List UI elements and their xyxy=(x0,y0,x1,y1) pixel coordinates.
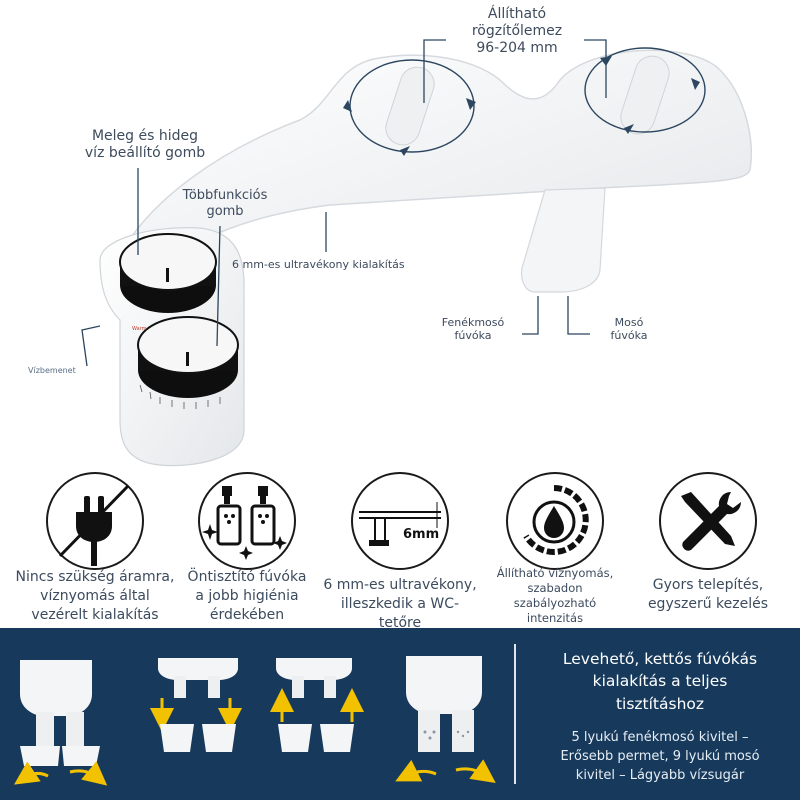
multifunction-knob xyxy=(137,316,239,374)
thin-6mm-icon: 6mm xyxy=(351,472,449,570)
nozzle-illustrations xyxy=(14,656,496,786)
nozzle-illustration-3 xyxy=(270,658,364,752)
pressure-dial-icon xyxy=(506,472,604,570)
no-plug-icon xyxy=(46,472,144,570)
temperature-knob xyxy=(119,233,217,291)
tools-icon xyxy=(659,472,757,570)
self-cleaning-nozzle-icon xyxy=(198,472,296,570)
thin-design-label: 6 mm-es ultravékony kialakítás xyxy=(232,258,405,271)
water-inlet-label: Vízbemenet xyxy=(28,366,76,375)
feature-self-cleaning: Öntisztító fúvóka a jobb higiénia érdeké… xyxy=(167,472,327,623)
rotation-arrow-right xyxy=(584,47,706,133)
banner-divider xyxy=(514,644,516,784)
plate-slot-left xyxy=(385,66,435,146)
feature-pressure: Állítható víznyomás, szabadon szabályozh… xyxy=(475,472,635,625)
feature-easy-install-caption: Gyors telepítés, egyszerű kezelés xyxy=(647,577,769,612)
nozzle-illustration-4 xyxy=(395,656,496,783)
feature-no-power-caption: Nincs szükség áramra, víznyomás által ve… xyxy=(15,569,175,623)
nozzle-info-banner: Levehető, kettős fúvókás kialakítás a te… xyxy=(0,628,800,800)
banner-description: 5 lyukú fenékmosó kivitel – Erősebb perm… xyxy=(560,730,760,783)
wash-nozzle-label: Mosó fúvóka xyxy=(610,316,648,343)
feature-no-power: Nincs szükség áramra, víznyomás által ve… xyxy=(15,472,175,623)
thin-6mm-text: 6mm xyxy=(403,527,439,542)
plate-slot-right xyxy=(620,55,670,135)
nozzle-illustration-1 xyxy=(14,660,108,786)
bidet-drawing: Warm xyxy=(81,39,752,467)
nozzle-arm xyxy=(520,187,606,293)
mounting-plate xyxy=(118,49,752,266)
adjustable-plate-label: Állítható rögzítőlemez 96-204 mm xyxy=(471,6,563,56)
nozzle-illustration-2 xyxy=(150,658,242,752)
feature-pressure-caption: Állítható víznyomás, szabadon szabályozh… xyxy=(496,566,614,625)
svg-text:Warm: Warm xyxy=(132,326,147,332)
feature-self-cleaning-caption: Öntisztító fúvóka a jobb higiénia érdeké… xyxy=(187,569,307,623)
product-illustration: Warm Állítható rögzí xyxy=(28,6,752,467)
feature-thin-6mm-caption: 6 mm-es ultravékony, illeszkedik a WC-te… xyxy=(323,577,477,631)
feature-thin-6mm: 6mm 6 mm-es ultravékony, illeszkedik a W… xyxy=(320,472,480,631)
temperature-knob-label: Meleg és hideg víz beállító gomb xyxy=(84,128,206,161)
multifunction-knob-label: Többfunkciós gomb xyxy=(182,188,268,219)
feature-easy-install: Gyors telepítés, egyszerű kezelés xyxy=(628,472,788,622)
rear-nozzle-label: Fenékmosó fúvóka xyxy=(441,316,505,343)
banner-heading: Levehető, kettős fúvókás kialakítás a te… xyxy=(562,650,758,713)
